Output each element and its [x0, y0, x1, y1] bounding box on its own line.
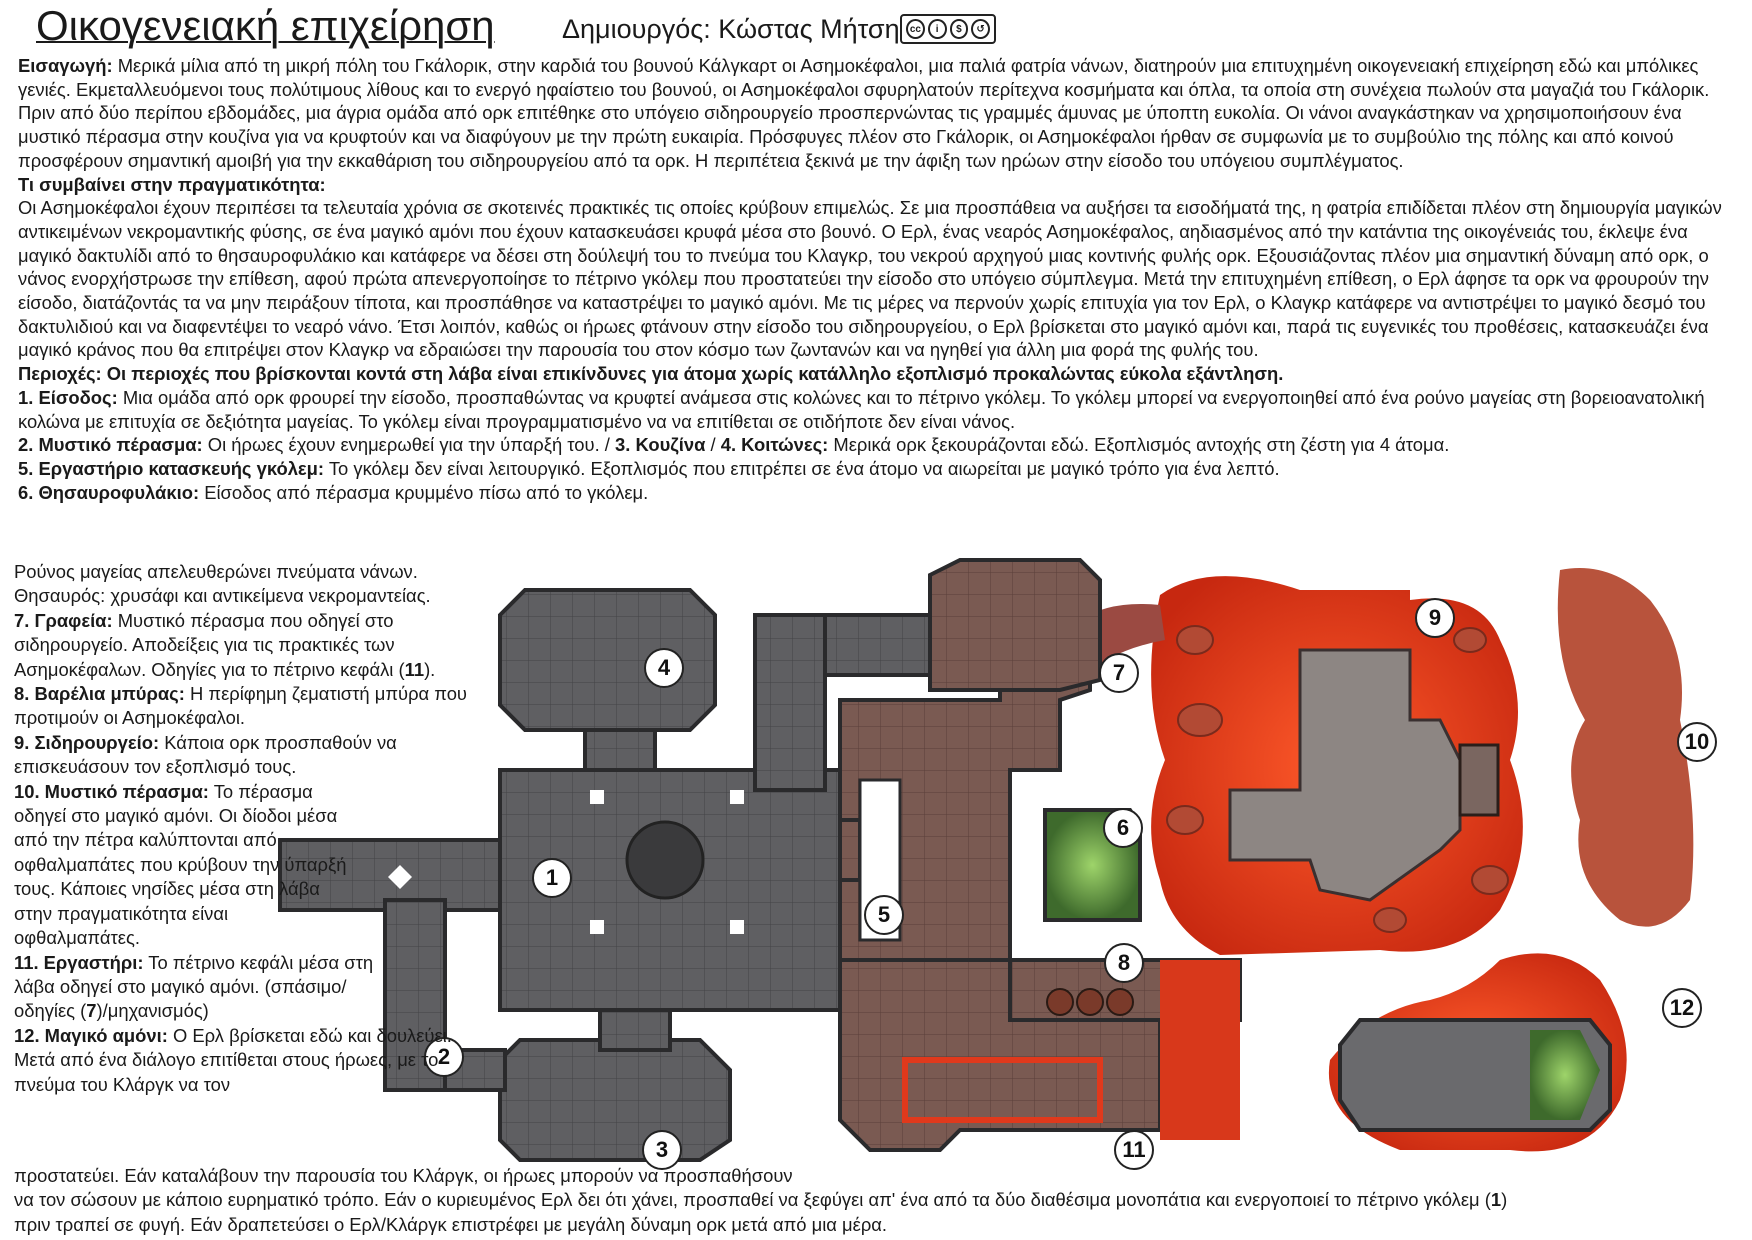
lava-rocks [1166, 625, 1509, 933]
room-11-workshop [838, 958, 1162, 1152]
bottom-line-2: να τον σώσουν με κάποιο ευρηματικό τρόπο… [14, 1189, 1508, 1211]
area-2-3-4: 2. Μυστικό πέρασμα: Οι ήρωες έχουν ενημε… [18, 434, 1450, 456]
area-6: 6. Θησαυροφυλάκιο: Είσοδος από πέρασμα κ… [18, 481, 649, 503]
by-icon: i [927, 19, 947, 39]
intro-text: Μερικά μίλια από τη μικρή πόλη του Γκάλο… [18, 55, 1710, 171]
corridor-north [583, 728, 657, 772]
rune-line: Ρούνος μαγείας απελευθερώνει πνεύματα νά… [14, 561, 418, 582]
area-7: 7. Γραφεία: Μυστικό πέρασμα που οδηγεί σ… [14, 609, 436, 680]
map-marker-2: 2 [424, 1037, 464, 1077]
golem-statue [625, 820, 705, 900]
anvil-forge [1458, 743, 1500, 817]
map-marker-1: 1 [532, 858, 572, 898]
room-7-offices [928, 558, 1102, 692]
room-3-kitchen [498, 1038, 732, 1162]
corridor-top-v [753, 613, 827, 792]
reality-heading: Τι συμβαίνει στην πραγματικότητα: [18, 173, 326, 195]
lava-grooves [902, 1057, 1103, 1123]
bottom-line-3: πριν τραπεί σε φυγή. Εάν δραπετεύσει ο Ε… [14, 1213, 888, 1235]
document-title: Οικογενειακή επιχείρηση [36, 2, 495, 49]
map-marker-5: 5 [864, 895, 904, 935]
area-9: 9. Σιδηρουργείο: Κάποια ορκ προσπαθούν ν… [14, 731, 397, 778]
intro-label: Εισαγωγή: [18, 55, 113, 76]
anvil-glow [1530, 1030, 1600, 1120]
left-column-text: Ρούνος μαγείας απελευθερώνει πνεύματα νά… [14, 560, 490, 1097]
lava-south [1328, 953, 1627, 1152]
main-text: Εισαγωγή: Μερικά μίλια από τη μικρή πόλη… [18, 54, 1740, 504]
cc-license-icon: cc i $ ↺ [900, 14, 996, 44]
map-marker-6: 6 [1103, 808, 1143, 848]
treasure-line: Θησαυρός: χρυσάφι και αντικείμενα νεκρομ… [14, 585, 431, 607]
corridor-top [753, 613, 1007, 677]
map-marker-8: 8 [1104, 943, 1144, 983]
area-11: 11. Εργαστήρι: Το πέτρινο κεφάλι μέσα στ… [14, 951, 374, 1022]
room-4-dormitory [498, 588, 717, 732]
area-10: 10. Μυστικό πέρασμα: Το πέρασμα οδηγεί σ… [14, 780, 347, 949]
map-marker-11: 11 [1114, 1130, 1154, 1170]
nc-icon: $ [949, 19, 969, 39]
corridor-hall-east [838, 818, 862, 882]
map-marker-10: 10 [1677, 722, 1717, 762]
cc-icon: cc [906, 19, 925, 39]
room-9-forge [1228, 648, 1462, 902]
bottom-line-1: προστατεύει. Εάν καταλάβουν την παρουσία… [14, 1165, 793, 1186]
lava-north [1151, 576, 1523, 955]
area-5: 5. Εργαστήριο κατασκευής γκόλεμ: Το γκόλ… [18, 457, 1280, 479]
intro-paragraph: Εισαγωγή: Μερικά μίλια από τη μικρή πόλη… [18, 54, 1740, 173]
lava-pool-8 [1160, 960, 1240, 1140]
reality-text: Οι Ασημοκέφαλοι έχουν περιπέσει τα τελευ… [18, 197, 1722, 361]
map-marker-12: 12 [1662, 988, 1702, 1028]
area-8: 8. Βαρέλια μπύρας: Η περίφημη ζεματιστή … [14, 683, 467, 729]
sa-icon: ↺ [971, 19, 990, 39]
beer-barrels [1046, 988, 1134, 1016]
author-credit: Δημιουργός: Κώστας Μήτσης [562, 14, 913, 44]
areas-heading: Περιοχές: Οι περιοχές που βρίσκονται κον… [18, 363, 1284, 385]
lava-east [1557, 568, 1694, 927]
map-marker-3: 3 [642, 1130, 682, 1170]
corridor-hall-south [598, 1008, 672, 1052]
map-marker-4: 4 [644, 648, 684, 688]
map-marker-7: 7 [1099, 653, 1139, 693]
bottom-text: προστατεύει. Εάν καταλάβουν την παρουσία… [14, 1164, 1744, 1237]
area-1: 1. Είσοδος: Μια ομάδα από ορκ φρουρεί τη… [18, 386, 1705, 432]
room-12-magic-anvil [1338, 1018, 1612, 1132]
map-marker-9: 9 [1415, 598, 1455, 638]
area-12: 12. Μαγικό αμόνι: Ο Ερλ βρίσκεται εδώ κα… [14, 1024, 452, 1095]
